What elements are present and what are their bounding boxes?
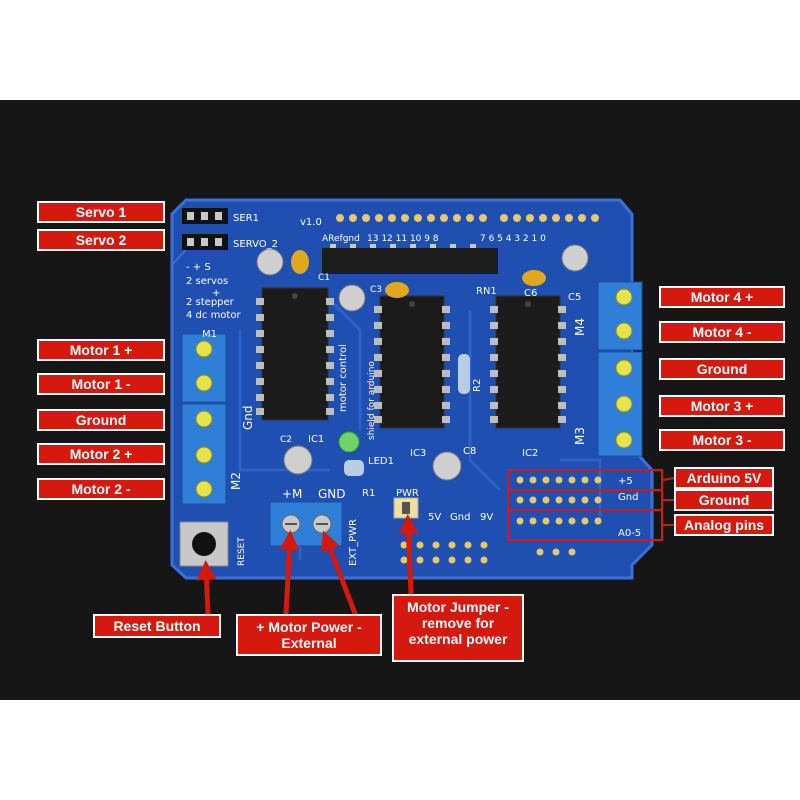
silk-servo-note-0: - + S — [186, 262, 211, 273]
label-ground-right: Ground — [659, 358, 785, 380]
silk-led1: LED1 — [368, 456, 394, 467]
label-motor-jumper: Motor Jumper - remove for external power — [392, 594, 524, 662]
silk-pins-high: 13 12 11 10 9 8 — [367, 234, 439, 244]
silk-servo-note-3: 2 stepper — [186, 297, 235, 308]
silk-aref-gnd: ARefgnd — [322, 234, 360, 244]
silk-servo-note-4: 4 dc motor — [186, 310, 241, 321]
label-motor-3-plus: Motor 3 + — [659, 395, 785, 417]
resistors-led — [338, 354, 470, 476]
ext-power-terminal — [269, 501, 343, 547]
silk-servo-note-2: + — [212, 288, 220, 299]
label-motor-power-external: + Motor Power - External — [236, 614, 382, 656]
silk-c3: C3 — [370, 285, 382, 295]
silk-plus5: +5 — [618, 476, 633, 487]
silk-gnd-left: Gnd — [241, 405, 255, 430]
silk-servo-note-1: 2 servos — [186, 276, 228, 287]
label-motor-2-minus: Motor 2 - — [37, 478, 165, 500]
callout-lines — [662, 477, 675, 526]
silk-shield-for-arduino: shield for arduino — [367, 361, 377, 440]
silk-plus-m: +M — [282, 487, 302, 501]
label-servo-1: Servo 1 — [37, 201, 165, 223]
silk-pins-low: 7 6 5 4 3 2 1 0 — [480, 234, 546, 244]
silk-a0-5: A0-5 — [618, 528, 641, 539]
capacitors — [256, 244, 589, 481]
silk-c2: C2 — [280, 435, 292, 445]
shift-register-chip — [322, 248, 498, 274]
silk-m3: M3 — [573, 427, 587, 445]
right-terminal-blocks — [597, 281, 643, 457]
silk-c8: C8 — [463, 446, 476, 457]
silk-m4: M4 — [573, 318, 587, 336]
silk-c6: C6 — [524, 288, 537, 299]
label-motor-1-minus: Motor 1 - — [37, 373, 165, 395]
silk-reset: RESET — [237, 537, 247, 566]
silk-m1: M1 — [202, 329, 217, 340]
silk-version: v1.0 — [300, 217, 322, 228]
silk-rn1: RN1 — [476, 286, 497, 297]
silk-motor-control: motor control — [338, 344, 349, 412]
servo-headers — [182, 208, 228, 250]
silk-gnd-pwr: Gnd — [450, 512, 470, 523]
silk-c1: C1 — [318, 273, 330, 283]
silk-r1: R1 — [362, 488, 375, 499]
analog-header-holes — [516, 476, 602, 525]
label-reset-button: Reset Button — [93, 614, 221, 638]
label-analog-pins: Analog pins — [674, 514, 774, 536]
label-servo-2: Servo 2 — [37, 229, 165, 251]
silk-servo2: SERVO_2 — [233, 239, 278, 250]
label-motor-3-minus: Motor 3 - — [659, 429, 785, 451]
silk-gnd-term: GND — [318, 487, 346, 501]
silk-ext-pwr: EXT_PWR — [348, 519, 359, 566]
silk-c5: C5 — [568, 292, 581, 303]
digital-pin-holes — [336, 214, 599, 222]
silk-r2: R2 — [472, 379, 483, 392]
silk-ic1: IC1 — [308, 434, 324, 445]
left-terminal-blocks — [181, 333, 227, 505]
label-ground-left: Ground — [37, 409, 165, 431]
label-motor-4-minus: Motor 4 - — [659, 321, 785, 343]
silk-5v: 5V — [428, 512, 441, 523]
label-motor-1-plus: Motor 1 + — [37, 339, 165, 361]
label-motor-4-plus: Motor 4 + — [659, 286, 785, 308]
label-ground-header: Ground — [674, 489, 774, 511]
silk-ser1: SER1 — [233, 213, 259, 224]
silk-ic3: IC3 — [410, 448, 426, 459]
silk-9v: 9V — [480, 512, 493, 523]
motor-driver-chips — [256, 287, 566, 429]
silk-gnd-hdr: Gnd — [618, 492, 638, 503]
label-arduino-5v: Arduino 5V — [674, 467, 774, 489]
shift-register-pins — [330, 244, 476, 248]
silk-ic2: IC2 — [522, 448, 538, 459]
silk-pwr: PWR — [396, 488, 419, 499]
callout-arrows — [196, 514, 419, 617]
reset-button-part — [179, 521, 229, 567]
silk-m2: M2 — [229, 472, 243, 490]
power-header-holes — [400, 541, 576, 564]
power-jumper-part — [393, 497, 419, 519]
callout-boxes — [507, 469, 663, 541]
label-motor-2-plus: Motor 2 + — [37, 443, 165, 465]
